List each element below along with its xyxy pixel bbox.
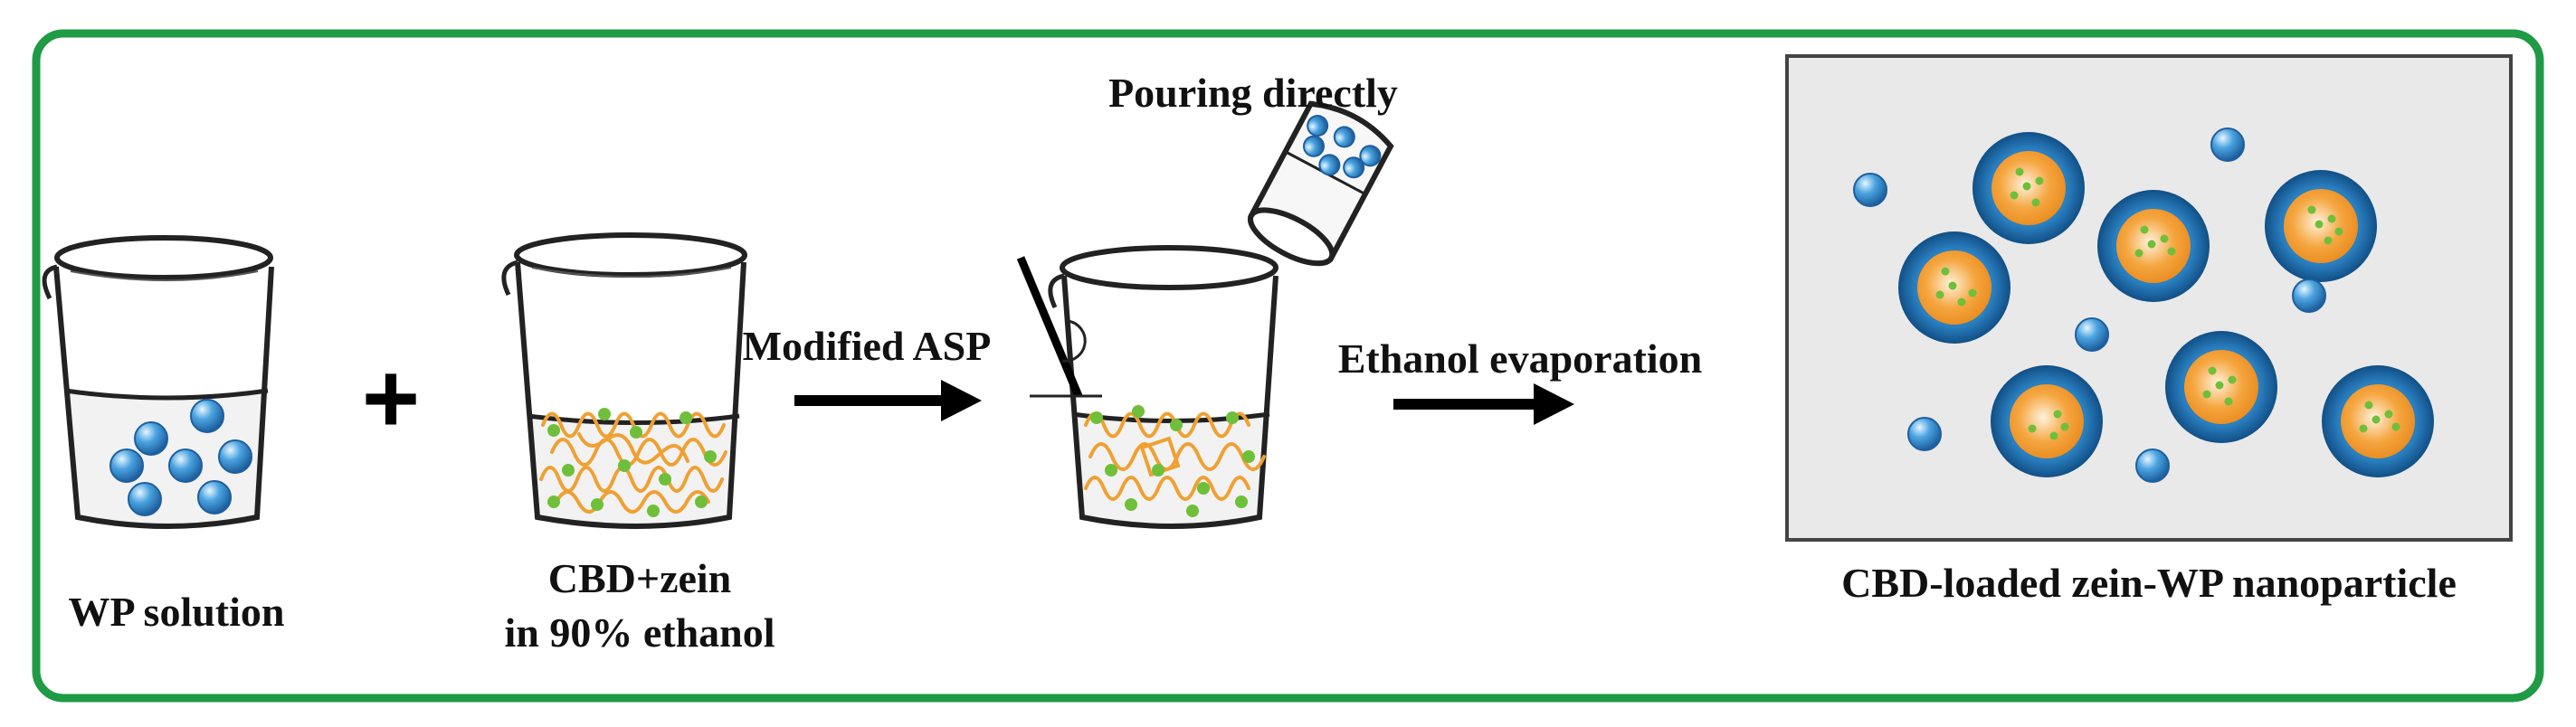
wp-sphere bbox=[1853, 173, 1887, 207]
beaker-wp-solution bbox=[42, 235, 274, 529]
nanoparticle bbox=[2265, 170, 2377, 282]
arrow-modified-asp bbox=[794, 380, 982, 421]
nanoparticle bbox=[1972, 132, 2085, 244]
wp-sphere bbox=[1907, 417, 1942, 451]
nanoparticle bbox=[1898, 231, 2010, 344]
wp-sphere bbox=[2292, 279, 2326, 313]
label-cbd-zein-line2: in 90% ethanol bbox=[504, 609, 775, 656]
beaker-mixing bbox=[1016, 245, 1278, 529]
beaker-cbd-zein bbox=[501, 232, 747, 529]
nanoparticles bbox=[1853, 127, 2434, 483]
plus-sign: + bbox=[362, 343, 420, 454]
cbd-dots bbox=[547, 408, 717, 517]
label-wp-solution: WP solution bbox=[68, 589, 284, 635]
zein-fibers bbox=[539, 411, 727, 514]
wp-sphere bbox=[2210, 127, 2245, 162]
label-ethanol-evaporation: Ethanol evaporation bbox=[1338, 335, 1703, 382]
arrow-ethanol-evaporation bbox=[1393, 383, 1574, 425]
label-modified-asp: Modified ASP bbox=[743, 323, 992, 369]
nanoparticle bbox=[2322, 365, 2434, 477]
wp-spheres bbox=[109, 399, 252, 516]
label-nanoparticle: CBD-loaded zein-WP nanoparticle bbox=[1841, 560, 2457, 606]
outer-frame bbox=[32, 29, 2544, 703]
wp-sphere bbox=[2075, 317, 2109, 352]
label-cbd-zein-line1: CBD+zein bbox=[548, 555, 732, 601]
wp-sphere bbox=[2135, 448, 2170, 483]
nanoparticle bbox=[2097, 190, 2210, 302]
label-pouring-directly: Pouring directly bbox=[1108, 70, 1398, 116]
nanoparticle bbox=[2165, 331, 2277, 443]
nanoparticle bbox=[1991, 365, 2103, 477]
pouring-tube bbox=[1247, 100, 1394, 267]
